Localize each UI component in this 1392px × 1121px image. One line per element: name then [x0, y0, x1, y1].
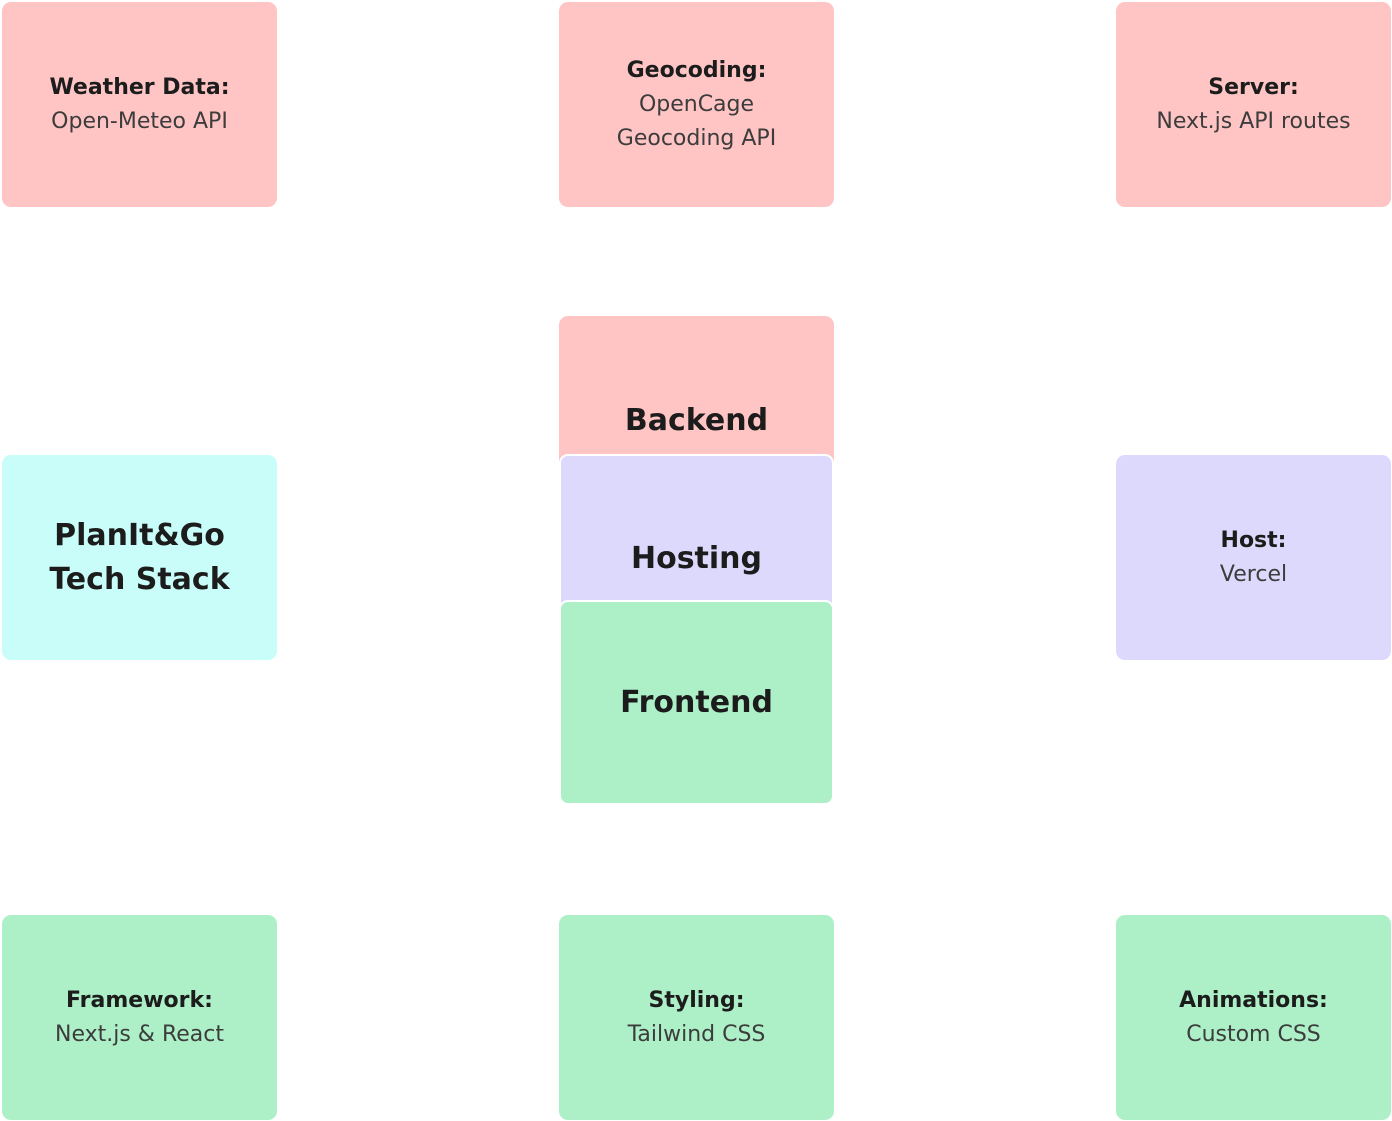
animations-value: Custom CSS [1186, 1021, 1321, 1047]
tech-stack-title-line-1: PlanIt&Go [54, 517, 225, 553]
geocoding-value: OpenCage Geocoding API [617, 88, 776, 156]
geocoding-value-line-2: Geocoding API [616, 125, 777, 151]
framework-value: Next.js & React [55, 1021, 224, 1047]
framework-label: Framework: [66, 987, 213, 1013]
styling-card: Styling: Tailwind CSS [559, 915, 834, 1120]
host-value: Vercel [1219, 561, 1288, 587]
animations-label: Animations: [1179, 987, 1328, 1013]
server-value: Next.js API routes [1156, 108, 1351, 134]
backend-hub-label: Backend [624, 403, 769, 438]
frontend-hub-label: Frontend [620, 684, 773, 720]
hosting-hub-label: Hosting [630, 541, 763, 576]
geocoding-label: Geocoding: [626, 57, 767, 83]
geocoding-card: Geocoding: OpenCage Geocoding API [559, 2, 834, 207]
weather-data-value: Open-Meteo API [51, 108, 228, 134]
host-card: Host: Vercel [1116, 455, 1391, 660]
tech-stack-title-card: PlanIt&Go Tech Stack [2, 455, 277, 660]
tech-stack-title: PlanIt&Go Tech Stack [49, 514, 229, 602]
animations-card: Animations: Custom CSS [1116, 915, 1391, 1120]
framework-card: Framework: Next.js & React [2, 915, 277, 1120]
host-label: Host: [1220, 527, 1287, 553]
server-label: Server: [1208, 74, 1299, 100]
tech-stack-title-line-2: Tech Stack [49, 561, 230, 597]
weather-data-card: Weather Data: Open-Meteo API [2, 2, 277, 207]
styling-value: Tailwind CSS [627, 1021, 766, 1047]
styling-label: Styling: [648, 987, 745, 1013]
server-card: Server: Next.js API routes [1116, 2, 1391, 207]
geocoding-value-line-1: OpenCage [638, 91, 755, 117]
weather-data-label: Weather Data: [49, 74, 230, 100]
frontend-hub-card: Frontend [559, 600, 834, 805]
